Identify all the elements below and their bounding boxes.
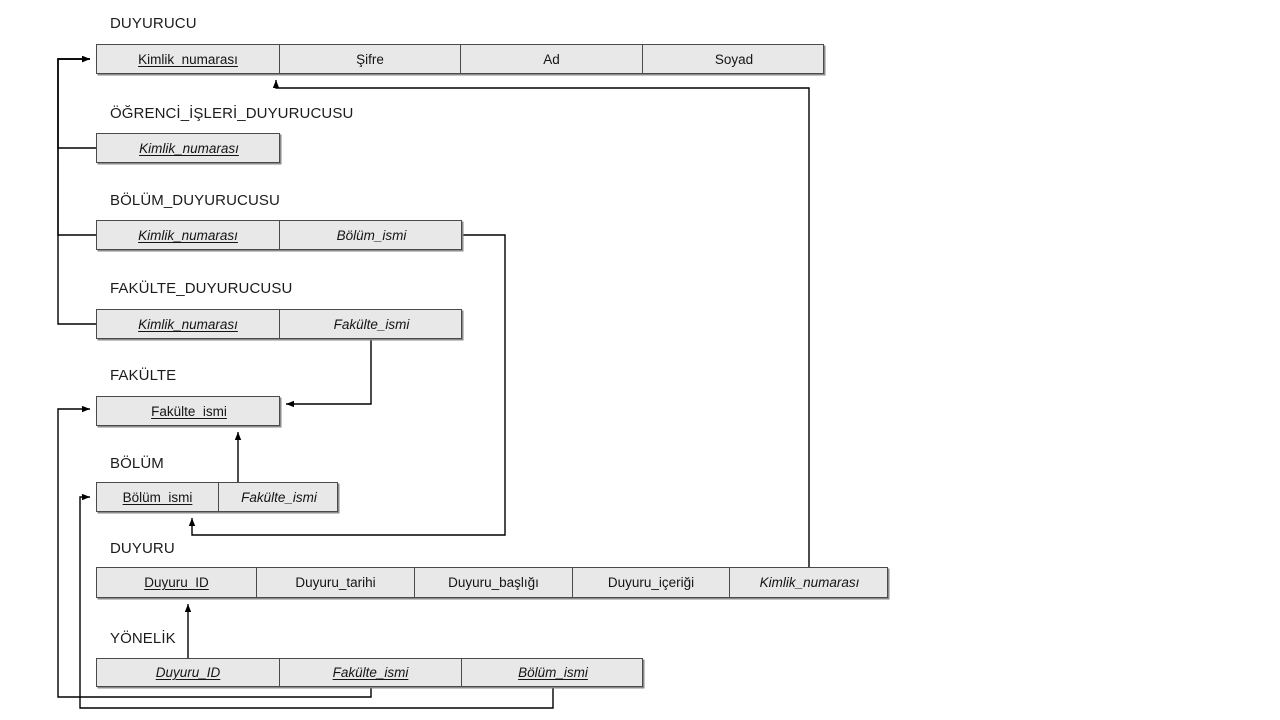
relation-table-bolum-duyurucusu[interactable]: Kimlik_numarası Bölüm_ismi bbox=[96, 220, 462, 250]
attribute-label: Fakülte_ismi bbox=[241, 489, 317, 505]
relation-title-fakulte-duyurucusu: FAKÜLTE_DUYURUCUSU bbox=[110, 280, 293, 297]
relation-title-bolum: BÖLÜM bbox=[110, 455, 164, 472]
attribute-label: Kimlik_numarası bbox=[759, 575, 860, 590]
relation-table-ogrenci-i-sleri-duyurucusu[interactable]: Kimlik_numarası bbox=[96, 133, 280, 163]
attribute-bolum-fakulte-ismi[interactable]: Fakülte_ismi bbox=[219, 483, 339, 511]
attribute-ogrenci-i-sleri-duyurucusu-kimlik-numarasi[interactable]: Kimlik_numarası bbox=[97, 134, 281, 162]
relation-title-yoneli-k: YÖNELİK bbox=[110, 630, 176, 647]
attribute-label: Soyad bbox=[714, 51, 754, 67]
attribute-label: Kimlik_numarası bbox=[138, 316, 238, 332]
attribute-duyurucu-soyad[interactable]: Soyad bbox=[643, 45, 825, 73]
attribute-duyuru-duyuru-icerigi[interactable]: Duyuru_içeriği bbox=[573, 568, 730, 597]
attribute-label: Kimlik_numarası bbox=[138, 51, 238, 67]
attribute-duyuru-kimlik-numarasi[interactable]: Kimlik_numarası bbox=[730, 568, 889, 597]
relation-title-duyurucu: DUYURUCU bbox=[110, 15, 197, 32]
relation-table-duyurucu[interactable]: Kimlik_numarası Şifre Ad Soyad bbox=[96, 44, 824, 74]
attribute-yoneli-k-bolum-ismi[interactable]: Bölüm_ismi bbox=[462, 659, 644, 686]
attribute-bolum-duyurucusu-bolum-ismi[interactable]: Bölüm_ismi bbox=[280, 221, 463, 249]
relation-table-duyuru[interactable]: Duyuru_ID Duyuru_tarihi Duyuru_başlığı Duyu… bbox=[96, 567, 888, 598]
attribute-label: Bölüm_ismi bbox=[336, 227, 407, 243]
connector-fakulte-duyurucusu-to-duyurucu bbox=[57, 55, 96, 325]
attribute-bolum-duyurucusu-kimlik-numarasi[interactable]: Kimlik_numarası bbox=[97, 221, 280, 249]
attribute-bolum-bolum-ismi[interactable]: Bölüm_ismi bbox=[97, 483, 219, 511]
relation-title-ogrenci-i-sleri-duyurucusu: ÖĞRENCİ_İŞLERİ_DUYURUCUSU bbox=[110, 105, 354, 122]
attribute-yoneli-k-duyuru-id[interactable]: Duyuru_ID bbox=[97, 659, 280, 686]
attribute-label: Kimlik_numarası bbox=[139, 140, 239, 156]
attribute-duyurucu-ad[interactable]: Ad bbox=[461, 45, 643, 73]
attribute-label: Fakülte_ismi bbox=[332, 665, 409, 680]
attribute-fakulte-fakulte-ismi[interactable]: Fakülte_ismi bbox=[97, 397, 281, 425]
attribute-label: Şifre bbox=[356, 51, 384, 67]
relation-title-fakulte: FAKÜLTE bbox=[110, 367, 177, 384]
attribute-label: Bölüm_ismi bbox=[122, 489, 193, 505]
attribute-label: Duyuru_içeriği bbox=[607, 575, 695, 590]
attribute-duyuru-duyuru-tarihi[interactable]: Duyuru_tarihi bbox=[257, 568, 415, 597]
attribute-label: Fakülte_ismi bbox=[333, 316, 410, 332]
attribute-label: Kimlik_numarası bbox=[138, 227, 238, 243]
attribute-label: Duyuru_ID bbox=[144, 575, 209, 590]
attribute-label: Duyuru_ID bbox=[155, 665, 221, 680]
attribute-label: Duyuru_başlığı bbox=[448, 575, 539, 590]
attribute-label: Fakülte_ismi bbox=[151, 403, 227, 419]
attribute-label: Ad bbox=[543, 51, 560, 67]
attribute-label: Bölüm_ismi bbox=[518, 665, 588, 680]
relation-table-bolum[interactable]: Bölüm_ismi Fakülte_ismi bbox=[96, 482, 338, 512]
connector-fakulte-duyurucusu-fakulteismi-to-fakulte bbox=[286, 339, 372, 408]
relation-title-bolum-duyurucusu: BÖLÜM_DUYURUCUSU bbox=[110, 192, 280, 209]
attribute-fakulte-duyurucusu-fakulte-ismi[interactable]: Fakülte_ismi bbox=[280, 310, 463, 338]
attribute-yoneli-k-fakulte-ismi[interactable]: Fakülte_ismi bbox=[280, 659, 462, 686]
connector-bolum-duyurucusu-to-duyurucu bbox=[57, 55, 96, 236]
relation-title-duyuru: DUYURU bbox=[110, 540, 175, 557]
relation-table-fakulte[interactable]: Fakülte_ismi bbox=[96, 396, 280, 426]
connector-yonelik-fakulteismi-to-fakulte bbox=[57, 405, 372, 698]
connector-ogrenci-isleri-duyurucusu-to-duyurucu bbox=[57, 55, 96, 149]
relation-table-fakulte-duyurucusu[interactable]: Kimlik_numarası Fakülte_ismi bbox=[96, 309, 462, 339]
attribute-duyurucu-sifre[interactable]: Şifre bbox=[280, 45, 461, 73]
attribute-duyuru-duyuru-id[interactable]: Duyuru_ID bbox=[97, 568, 257, 597]
attribute-label: Duyuru_tarihi bbox=[295, 575, 376, 590]
attribute-duyurucu-kimlik-numarasi[interactable]: Kimlik_numarası bbox=[97, 45, 280, 73]
relation-table-yoneli-k[interactable]: Duyuru_ID Fakülte_ismi Bölüm_ismi bbox=[96, 658, 643, 687]
attribute-fakulte-duyurucusu-kimlik-numarasi[interactable]: Kimlik_numarası bbox=[97, 310, 280, 338]
attribute-duyuru-duyuru-basligi[interactable]: Duyuru_başlığı bbox=[415, 568, 573, 597]
